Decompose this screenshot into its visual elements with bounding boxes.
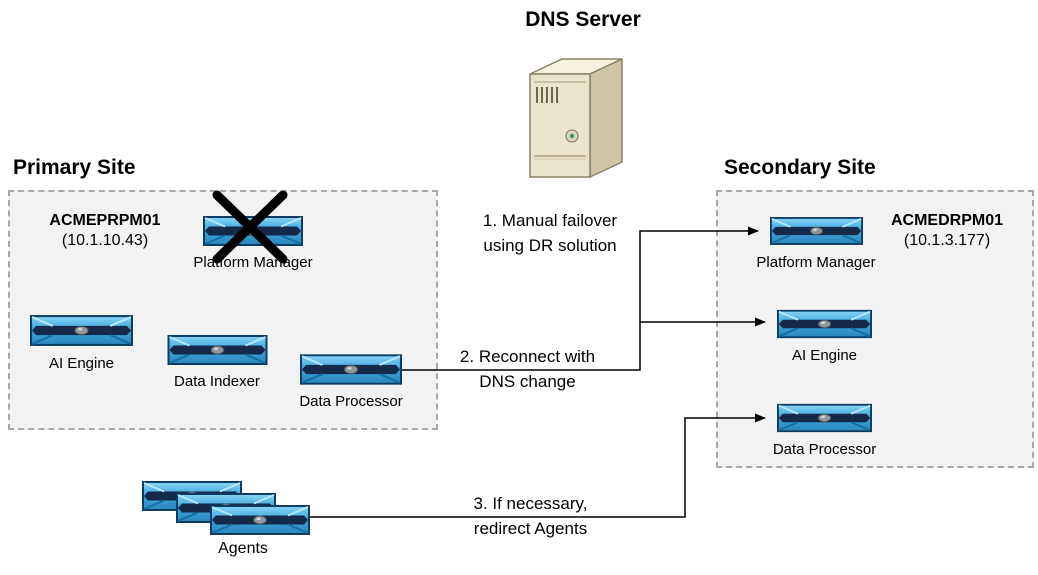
secondary-site-box <box>716 190 1034 468</box>
server-tower-icon <box>514 48 638 186</box>
step2-label: 2. Reconnect with DNS change <box>445 344 610 394</box>
appliance-icon-primary-data-indexer <box>167 335 268 365</box>
step3-label: 3. If necessary, redirect Agents <box>448 491 613 541</box>
step3-line1: 3. If necessary, <box>473 494 588 513</box>
agents-label: Agents <box>218 540 268 557</box>
appliance-icon-primary-data-processor <box>300 354 402 385</box>
step3-line2: redirect Agents <box>473 519 588 538</box>
step1-line1: 1. Manual failover <box>482 211 618 230</box>
node-label-secondary-platform-manager: Platform Manager <box>756 254 876 271</box>
secondary-host-name: ACMEDRPM01 <box>890 212 1003 229</box>
node-label-primary-ai-engine: AI Engine <box>48 355 115 372</box>
node-label-secondary-ai-engine: AI Engine <box>791 347 858 364</box>
primary-host: ACMEPRPM01 (10.1.10.43) <box>26 211 184 251</box>
primary-host-name: ACMEPRPM01 <box>49 212 161 229</box>
node-label-primary-data-indexer: Data Indexer <box>174 373 260 390</box>
appliance-icon-primary-ai-engine <box>30 315 133 346</box>
secondary-site-title: Secondary Site <box>724 156 876 179</box>
secondary-host-ip: (10.1.3.177) <box>903 232 991 249</box>
step1-label: 1. Manual failover using DR solution <box>462 208 638 258</box>
step1-line2: using DR solution <box>483 236 617 255</box>
primary-host-ip: (10.1.10.43) <box>61 232 149 249</box>
appliance-icon-secondary-platform-manager <box>770 216 863 246</box>
step2-line1: 2. Reconnect with <box>459 347 596 366</box>
node-label-secondary-data-processor: Data Processor <box>772 441 877 458</box>
primary-site-title: Primary Site <box>13 156 136 179</box>
node-label-primary-data-processor: Data Processor <box>299 393 403 410</box>
appliance-icon-secondary-data-processor <box>777 403 872 433</box>
appliance-stack-icon-agent-3 <box>210 505 310 535</box>
dns-server-title: DNS Server <box>525 8 641 31</box>
secondary-host: ACMEDRPM01 (10.1.3.177) <box>868 211 1026 251</box>
black-x-mark-icon <box>212 190 288 264</box>
step2-line2: DNS change <box>479 372 576 391</box>
appliance-icon-secondary-ai-engine <box>777 309 872 339</box>
node-label-primary-platform-manager: Platform Manager <box>193 254 313 271</box>
